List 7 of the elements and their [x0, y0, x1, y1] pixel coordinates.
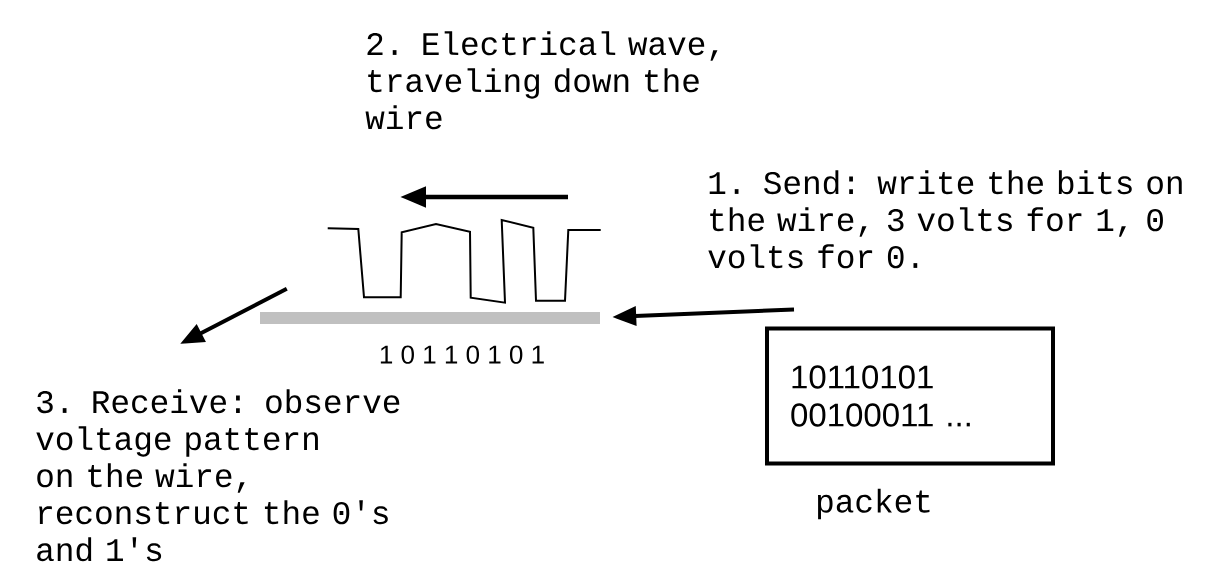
bit-labels: 1 0 1 1 0 1 0 1: [380, 345, 544, 364]
packet-box: 10110101 00100011 ...: [765, 326, 1055, 466]
receive-text: 3. Receive: observe voltage pattern on the wire, reconstruct the 0's and 1's: [36, 389, 400, 562]
note-text: 2. Electrical wave, traveling down the wire: [365, 31, 718, 130]
note-text: 1. Send: write the bits on the wire, 3 volts for 1, 0 volts for 0.: [708, 170, 1182, 269]
caption-text: packet: [818, 488, 930, 520]
wire-bar: [260, 312, 600, 324]
